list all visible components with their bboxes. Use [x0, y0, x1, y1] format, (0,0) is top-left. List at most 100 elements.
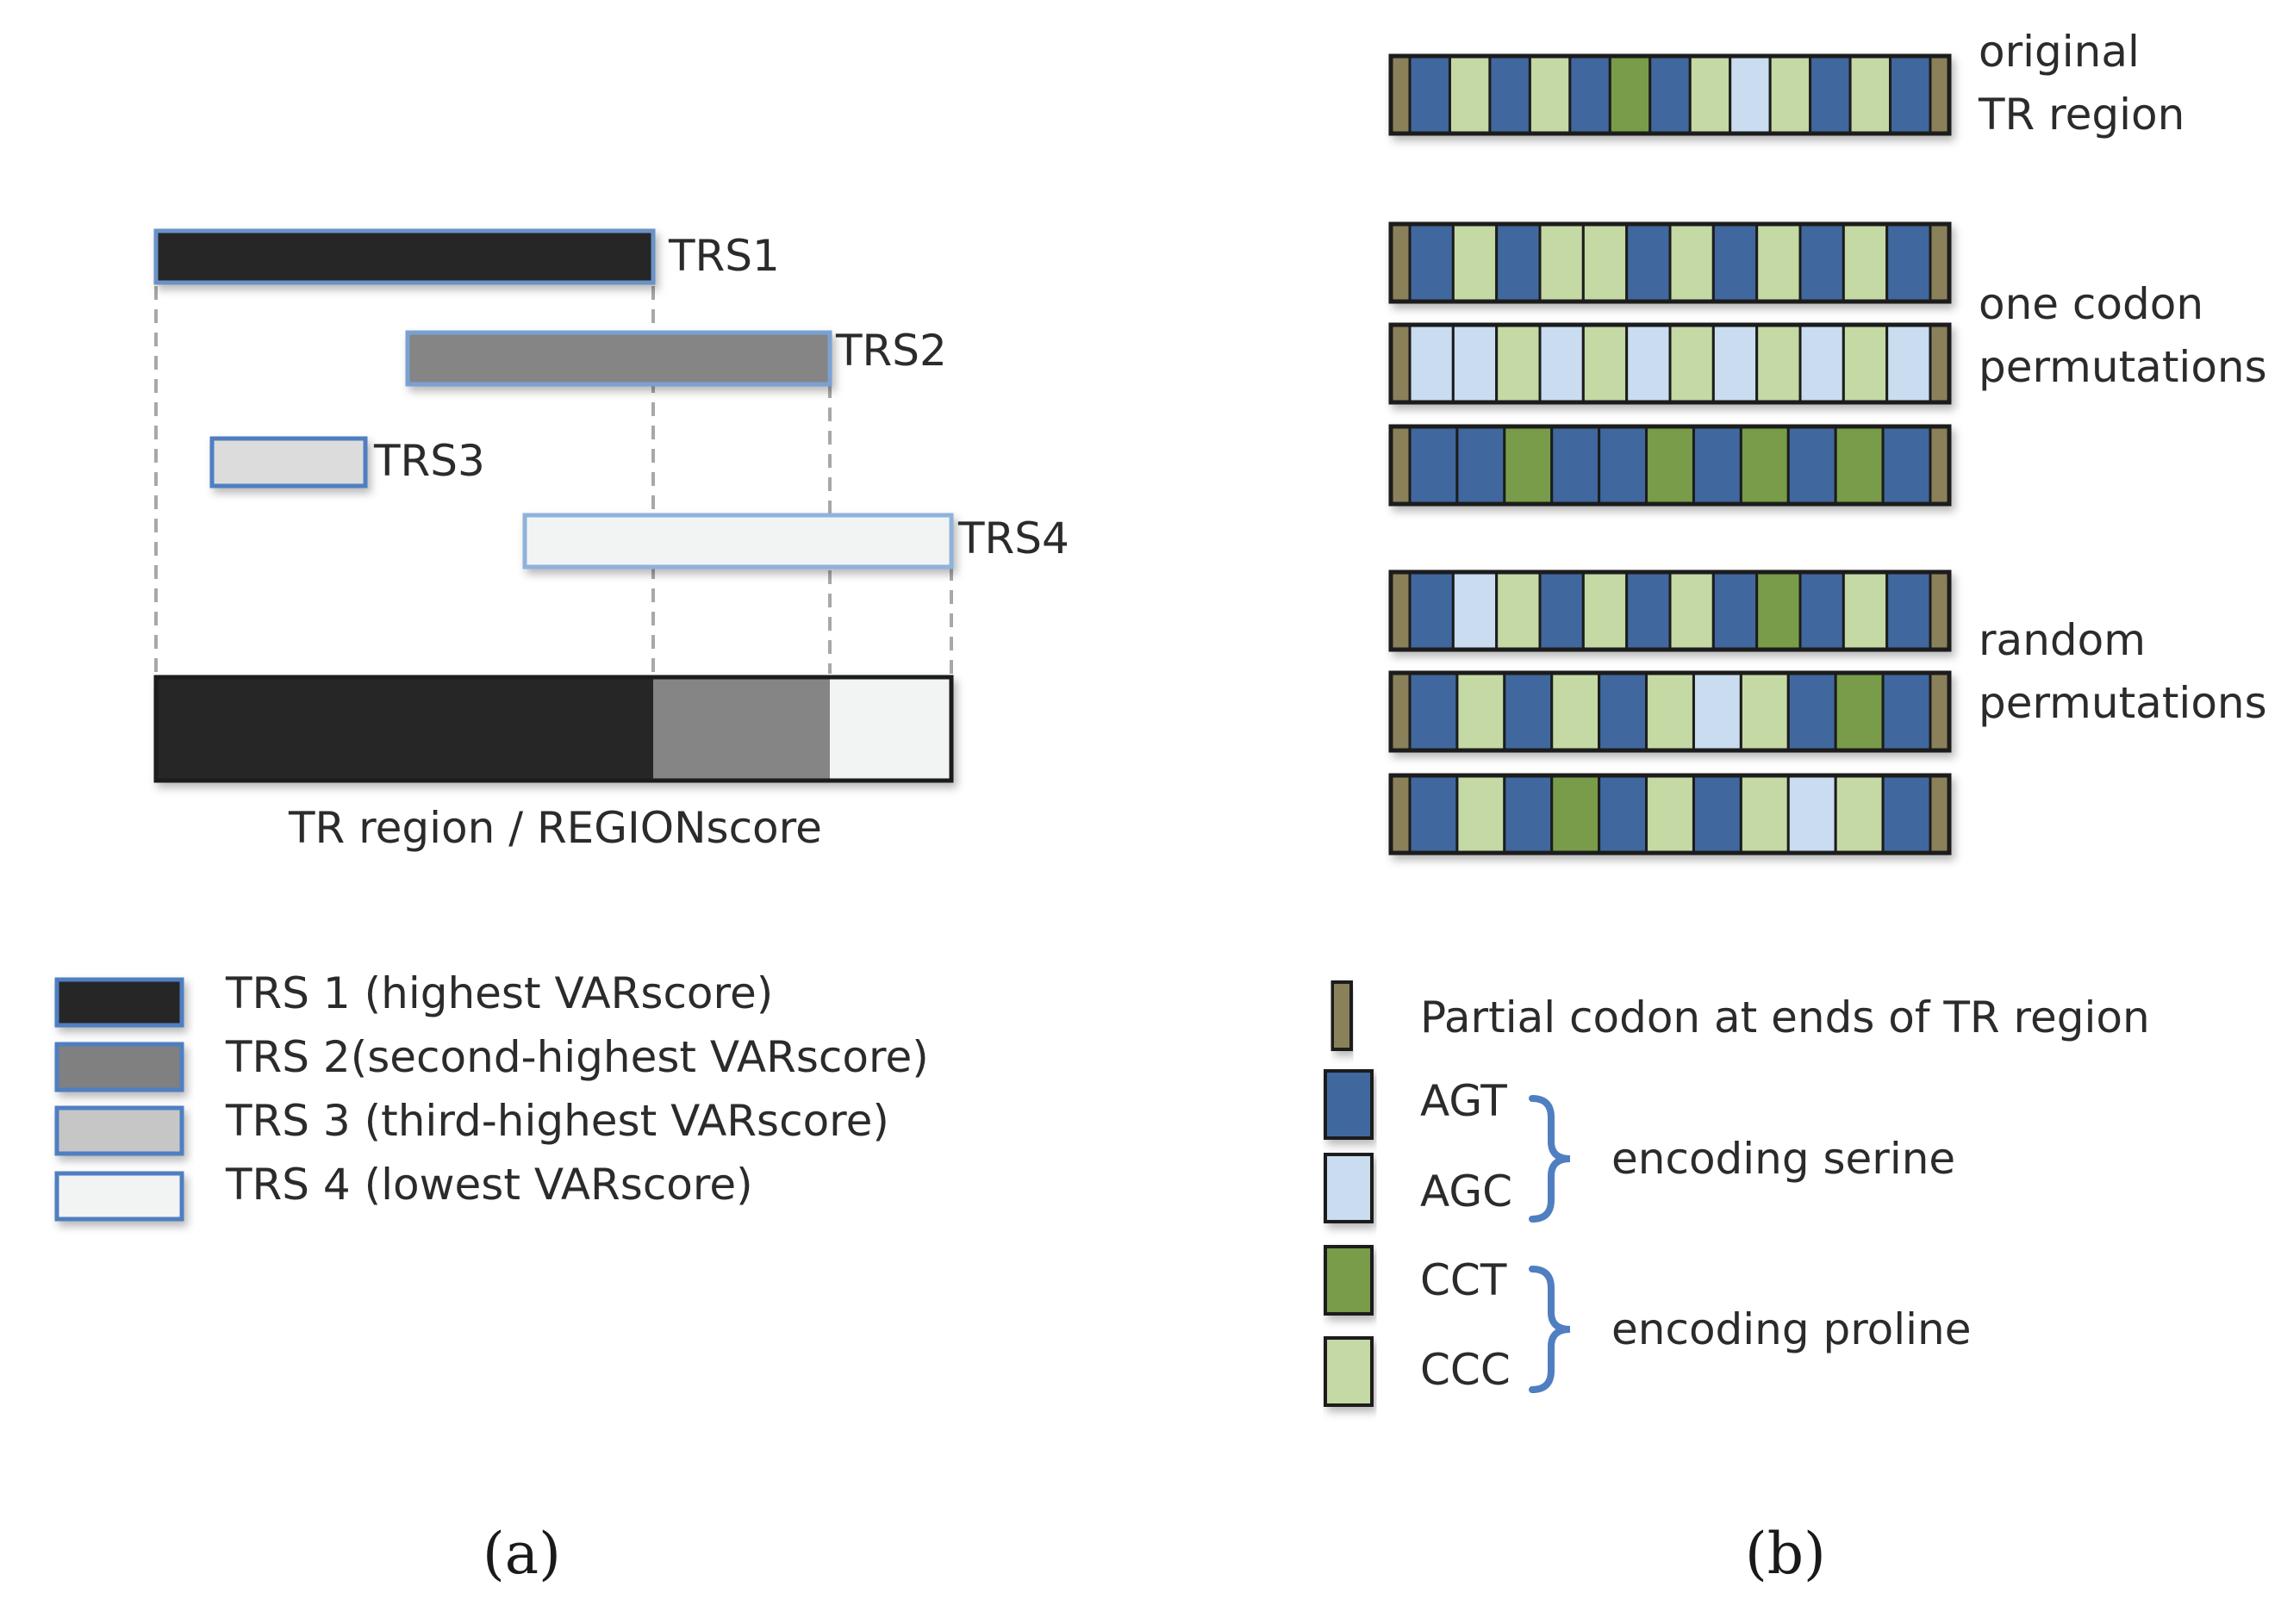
codon-strip-outline [1388, 773, 1952, 856]
region-segment-1 [156, 677, 653, 781]
codon-cell [1581, 323, 1629, 404]
codon-cell [1550, 425, 1601, 506]
brace-label-serine: encoding serine [1611, 1134, 1955, 1184]
codon-cell [1495, 323, 1542, 404]
caption-b: (b) [1745, 1521, 1826, 1587]
legend-swatch-agc [1324, 1153, 1374, 1223]
codon-cell [1881, 774, 1932, 855]
codon-strip-outline [1388, 221, 1952, 304]
codon-cell [1755, 222, 1802, 303]
region-segment-3 [830, 677, 951, 781]
panel-a: TRS1 TRS2 TRS3 TRS4 TR region / REGIONsc… [54, 228, 1069, 1587]
legend-swatch-trs1 [54, 977, 184, 1028]
region-outline [153, 675, 954, 783]
tr-region-bar [153, 675, 954, 783]
codon-strips [1388, 53, 1952, 856]
codon-cell [1755, 570, 1802, 651]
trs2-label: TRS2 [835, 326, 947, 376]
codon-cell [1451, 323, 1499, 404]
codon-strip-outline [1388, 424, 1952, 507]
brace-serine [1529, 1095, 1571, 1223]
codon-cell [1408, 671, 1459, 752]
codon-cell [1503, 671, 1554, 752]
panel-b: original TR region one codon permutation… [1324, 27, 2267, 1587]
codon-strip-2 [1388, 221, 1952, 304]
legend-label-partial-codon: Partial codon at ends of TR region [1420, 992, 2150, 1042]
codon-strip-1 [1388, 53, 1952, 136]
codon-cell [1528, 54, 1572, 135]
brace-proline [1529, 1266, 1571, 1393]
codon-cell [1798, 570, 1845, 651]
codon-cell [1503, 425, 1554, 506]
legend-swatch-partial-codon [1331, 980, 1353, 1051]
partial-codon-cell [1389, 774, 1412, 855]
codon-cell [1755, 323, 1802, 404]
region-segment-2 [653, 677, 830, 781]
codon-cell [1881, 671, 1932, 752]
trs1-label: TRS1 [668, 231, 780, 281]
codon-strip-outline [1388, 53, 1952, 136]
codon-cell [1885, 323, 1932, 404]
codon-cell [1408, 774, 1459, 855]
codon-cell [1688, 54, 1732, 135]
codon-cell [1692, 774, 1742, 855]
partial-codon-cell [1389, 671, 1412, 752]
codon-cell [1786, 671, 1837, 752]
codon-cell [1842, 570, 1889, 651]
codon-cell [1668, 323, 1715, 404]
codon-cell [1645, 425, 1695, 506]
codon-cell [1889, 54, 1932, 135]
trs2-bar [405, 330, 832, 387]
partial-codon-cell [1929, 222, 1951, 303]
codon-cell [1692, 425, 1742, 506]
group-label-one-codon-line2: permutations [1979, 342, 2267, 392]
group-label-one-codon-line1: one codon [1979, 279, 2203, 329]
codon-cell [1581, 570, 1629, 651]
legend-label-cct: CCT [1420, 1255, 1507, 1305]
codon-cell [1645, 774, 1695, 855]
group-label-random-line1: random [1979, 615, 2146, 665]
codon-cell [1455, 671, 1506, 752]
partial-codon-cell [1389, 54, 1412, 135]
codon-cell [1885, 570, 1932, 651]
codon-cell [1648, 54, 1692, 135]
codon-strip-4 [1388, 424, 1952, 507]
partial-codon-cell [1929, 425, 1951, 506]
codon-cell [1786, 774, 1837, 855]
group-label-random-line2: permutations [1979, 678, 2267, 728]
codon-strip-6 [1388, 670, 1952, 753]
partial-codon-cell [1929, 774, 1951, 855]
codon-cell [1598, 671, 1648, 752]
codon-cell [1503, 774, 1554, 855]
codon-strip-outline [1388, 322, 1952, 405]
legend-label-ccc: CCC [1420, 1345, 1511, 1395]
codon-strip-outline [1388, 670, 1952, 753]
codon-cell [1711, 323, 1759, 404]
partial-codon-cell [1929, 671, 1951, 752]
codon-cell [1729, 54, 1772, 135]
codon-cell [1451, 570, 1499, 651]
codon-cell [1786, 425, 1837, 506]
codon-cell [1448, 54, 1492, 135]
codon-cell [1711, 222, 1759, 303]
codon-cell [1408, 222, 1455, 303]
codon-cell [1834, 774, 1885, 855]
codon-cell [1408, 323, 1455, 404]
codon-cell [1598, 774, 1648, 855]
legend-label-trs1: TRS 1 (highest VARscore) [225, 968, 773, 1018]
codon-strip-7 [1388, 773, 1952, 856]
codon-cell [1538, 323, 1585, 404]
codon-cell [1739, 774, 1790, 855]
partial-codon-cell [1389, 323, 1412, 404]
codon-cell [1625, 570, 1672, 651]
codon-cell [1645, 671, 1695, 752]
codon-cell [1885, 222, 1932, 303]
trs3-bar [209, 436, 368, 488]
codon-strip-5 [1388, 569, 1952, 652]
codon-cell [1834, 425, 1885, 506]
codon-cell [1550, 671, 1601, 752]
codon-cell [1495, 570, 1542, 651]
codon-cell [1798, 323, 1845, 404]
legend-label-agt: AGT [1420, 1076, 1507, 1126]
